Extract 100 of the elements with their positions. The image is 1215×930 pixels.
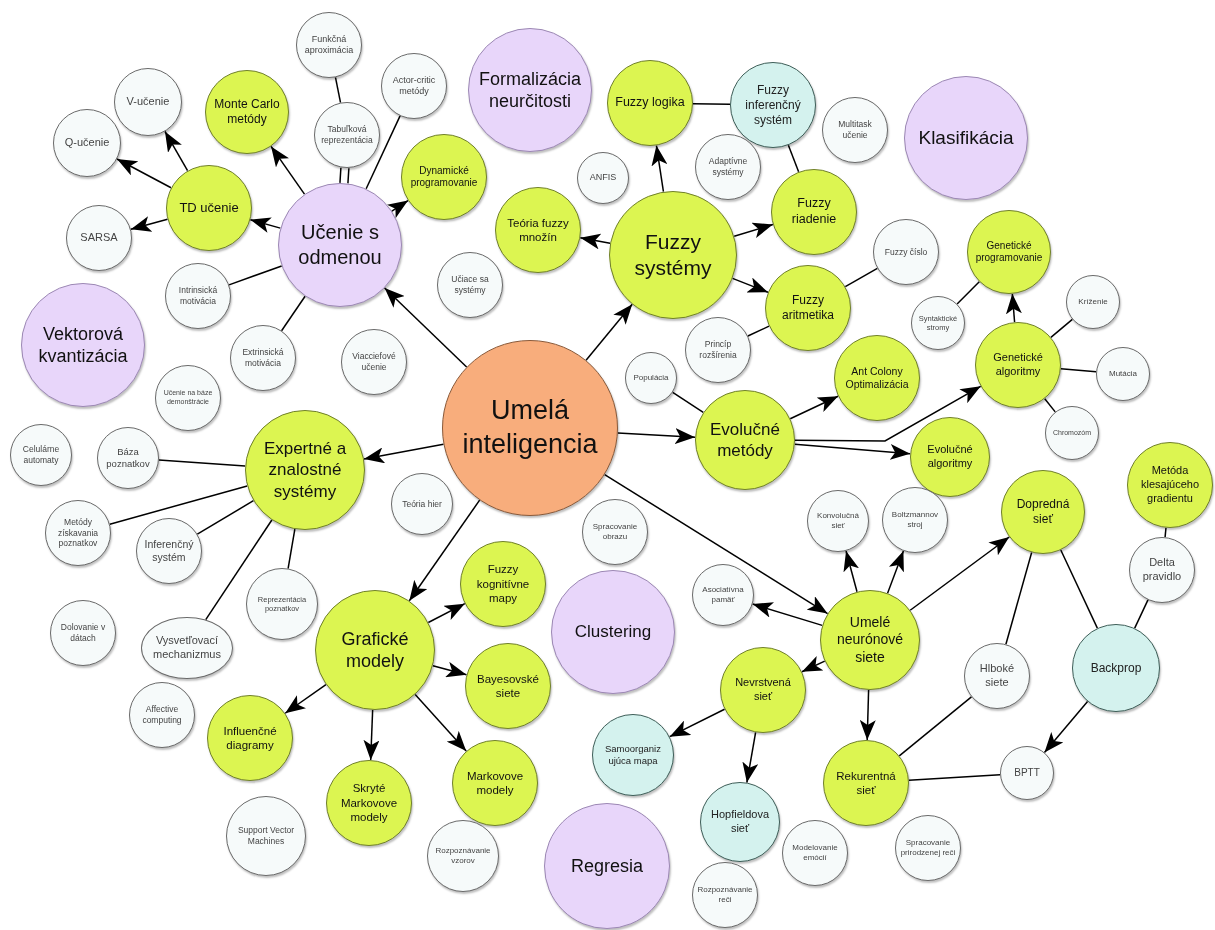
concept-label: Affective computing — [141, 704, 183, 726]
concept-label: Samoorganiz ujúca mapa — [604, 743, 662, 767]
arrow — [617, 428, 696, 445]
concept-label: Celulárne automaty — [21, 444, 61, 466]
concept-label: Inferenčný systém — [143, 537, 195, 565]
concept-label: Umelé neurónové siete — [835, 613, 905, 667]
concept-circle — [66, 205, 132, 271]
concept-circle — [685, 317, 751, 383]
arrow — [284, 683, 327, 714]
concept-label: Učiace sa systémy — [450, 274, 490, 296]
concept-label: Teória fuzzy množín — [506, 215, 570, 245]
concept-label: TD učenie — [179, 199, 239, 217]
connector-line — [1060, 367, 1097, 373]
concept-label: Báza poznatkov — [105, 446, 151, 470]
concept-circle — [807, 490, 869, 552]
connector-line — [109, 485, 248, 525]
concept-label: Markovove modely — [465, 768, 525, 798]
connector-line — [347, 167, 350, 185]
concept-label: Spracovanie prirodzenej reči — [899, 838, 957, 858]
concept-circle — [114, 68, 182, 136]
connector-line — [196, 499, 255, 535]
concept-label: Asociatívna pamäť — [701, 585, 745, 605]
concept-label: Expertné a znalostné systémy — [262, 438, 348, 502]
concept-circle — [296, 12, 362, 78]
concept-circle — [692, 862, 758, 928]
concept-circle — [1072, 624, 1160, 712]
concept-circle — [975, 322, 1061, 408]
concept-label: Ant Colony Optimalizácia — [844, 364, 910, 392]
concept-circle — [381, 53, 447, 119]
concept-label: Učenie s odmenou — [297, 220, 383, 270]
concept-label: Clustering — [574, 621, 652, 643]
concept-label: Kríženie — [1078, 297, 1108, 307]
concept-label: V-učenie — [126, 95, 170, 109]
connector-line — [1060, 549, 1099, 629]
concept-circle — [771, 169, 857, 255]
concept-label: SARSA — [80, 231, 118, 245]
concept-label: Spracovanie obrazu — [591, 522, 639, 542]
concept-circle — [822, 97, 888, 163]
concept-label: Grafické modely — [340, 627, 410, 673]
connector-line — [1044, 397, 1056, 413]
arrow — [751, 602, 823, 627]
concept-circle — [910, 417, 990, 497]
arrow — [731, 277, 769, 294]
concept-label: Dynamické programovanie — [409, 164, 479, 190]
concept-label: Populácia — [633, 373, 669, 383]
concept-circle — [911, 296, 965, 350]
concept-label: Vektorová kvantizácia — [37, 322, 129, 368]
connector-line — [956, 280, 981, 305]
concept-circle — [964, 643, 1030, 709]
concept-circle — [1066, 275, 1120, 329]
concept-circle — [401, 134, 487, 220]
concept-circle — [820, 590, 920, 690]
concept-label: Viacciefové učenie — [351, 351, 397, 373]
concept-label: Hlboké siete — [978, 662, 1016, 690]
concept-circle — [582, 499, 648, 565]
concept-circle — [314, 102, 380, 168]
connector-line — [1005, 551, 1033, 645]
concept-label: Adaptívne systémy — [707, 156, 749, 178]
concept-circle — [967, 210, 1051, 294]
concept-circle — [882, 487, 948, 553]
concept-circle — [97, 427, 159, 489]
connector-line — [280, 295, 306, 332]
concept-label: Genetické algoritmy — [992, 351, 1044, 379]
concept-circle — [10, 424, 72, 486]
concept-label: Influenčné diagramy — [222, 723, 278, 753]
concept-label: Teória hier — [402, 498, 442, 510]
concept-circle — [230, 325, 296, 391]
concept-label: Tabuľková reprezentácia — [320, 124, 374, 146]
concept-circle — [782, 820, 848, 886]
concept-label: ANFIS — [589, 172, 617, 184]
concept-circle — [720, 647, 806, 733]
concept-label: Fuzzy kognitívne mapy — [475, 562, 531, 606]
arrow — [794, 385, 982, 442]
arrow — [651, 144, 668, 193]
connector-line — [671, 391, 704, 414]
concept-label: Multitask učenie — [837, 119, 873, 141]
arrow — [1005, 293, 1022, 323]
concept-label: Boltzmannov stroj — [890, 510, 940, 530]
concept-circle — [452, 740, 538, 826]
arrow — [585, 303, 633, 361]
concept-label: Princíp rozšírenia — [698, 339, 738, 361]
concept-label: Bayesovské siete — [476, 671, 540, 701]
concept-label: Formalizácia neurčitosti — [477, 67, 582, 113]
arrow — [1043, 700, 1089, 754]
concept-label: Fuzzy číslo — [884, 246, 928, 258]
connector-line — [1050, 318, 1074, 339]
arrow — [801, 656, 826, 673]
concept-label: Metódy získavania poznatkov — [56, 517, 100, 549]
concept-label: Modelovanie emócií — [791, 843, 839, 863]
concept-label: Skryté Markovove modely — [339, 781, 399, 825]
concept-circle — [765, 265, 851, 351]
arrow — [249, 217, 282, 233]
connector-line — [898, 696, 973, 757]
concept-label: Dopredná sieť — [1015, 497, 1071, 527]
concept-label: Vysvetľovací mechanizmus — [152, 634, 222, 662]
arrow — [130, 216, 169, 232]
concept-circle — [873, 219, 939, 285]
connector-line — [787, 144, 800, 173]
concept-label: Fuzzy riadenie — [790, 196, 838, 228]
concept-label: BPTT — [1014, 766, 1040, 780]
